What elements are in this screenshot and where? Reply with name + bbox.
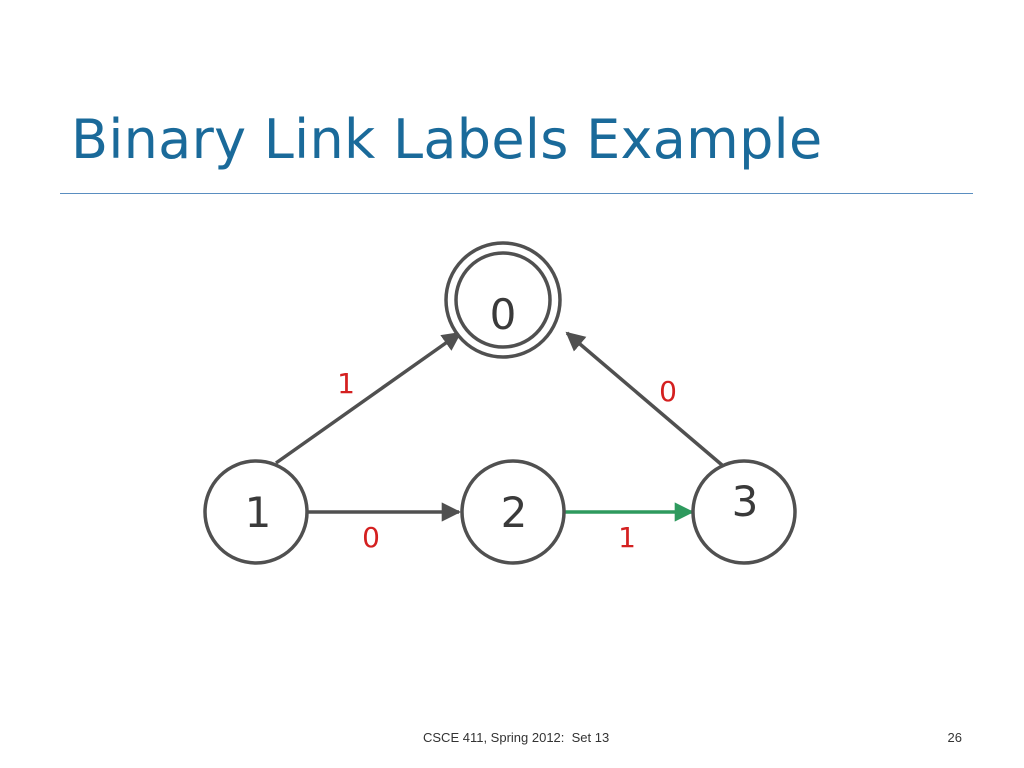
node-0: 0 bbox=[444, 241, 562, 359]
title-divider bbox=[60, 193, 973, 194]
node-1-label: 1 bbox=[245, 488, 272, 537]
edge-3-to-0 bbox=[565, 331, 724, 467]
edge-label-1-to-2: 0 bbox=[362, 521, 380, 554]
edge-label-3-to-0: 0 bbox=[659, 375, 677, 408]
slide-title: Binary Link Labels Example bbox=[71, 108, 823, 171]
node-2-label: 2 bbox=[501, 488, 528, 537]
node-1: 1 bbox=[203, 459, 309, 565]
node-2: 2 bbox=[460, 459, 566, 565]
page-number: 26 bbox=[947, 730, 962, 745]
edge-label-1-to-0: 1 bbox=[337, 367, 355, 400]
node-0-inner-ring bbox=[454, 251, 552, 349]
node-3: 3 bbox=[691, 459, 797, 565]
node-3-label: 3 bbox=[732, 477, 759, 526]
node-0-label: 0 bbox=[490, 290, 517, 339]
edge-label-2-to-3: 1 bbox=[618, 521, 636, 554]
slide-footer: CSCE 411, Spring 2012: Set 13 bbox=[423, 730, 610, 745]
edge-1-to-0 bbox=[274, 331, 462, 465]
